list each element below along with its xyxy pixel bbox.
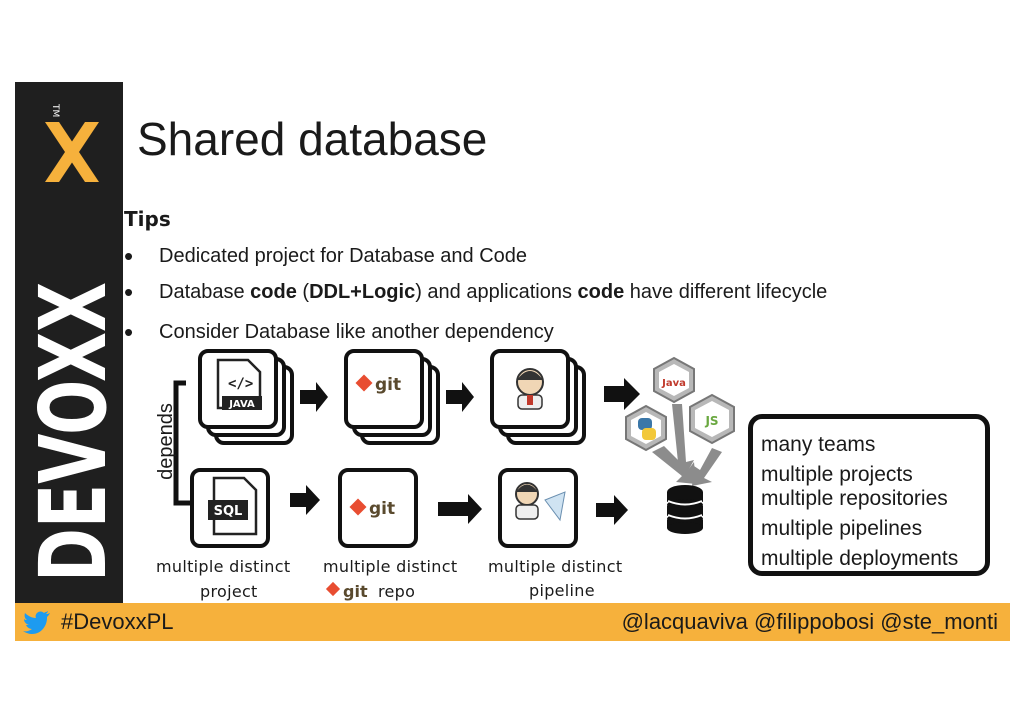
git-repo-card: git xyxy=(338,468,418,548)
arrow-down-icon xyxy=(670,404,694,478)
trademark-label: TM xyxy=(50,103,60,117)
arrow-right-icon xyxy=(290,485,320,515)
summary-box: many teams multiple projects multiple re… xyxy=(748,414,990,576)
summary-line: multiple pipelines xyxy=(761,517,923,540)
git-word: git xyxy=(375,375,401,395)
caption-repo-line2: repo xyxy=(378,582,416,601)
twitter-bird-icon xyxy=(23,611,50,634)
java-project-stack: </> JAVA xyxy=(198,349,294,445)
speaker-handles: @lacquaviva @filippobosi @ste_monti xyxy=(621,609,998,634)
jenkins-pipeline-stack xyxy=(490,349,586,445)
caption-project-line1: multiple distinct xyxy=(156,557,291,576)
arrow-down-icon xyxy=(692,448,722,486)
database-icon xyxy=(667,485,703,534)
tips-heading: Tips xyxy=(124,207,171,231)
hashtag-label: #DevoxxPL xyxy=(61,609,174,634)
svg-text:JS: JS xyxy=(704,414,718,428)
summary-line: multiple deployments xyxy=(761,547,959,570)
caption-repo-line1: multiple distinct xyxy=(323,557,458,576)
devoxx-sidebar: TM DEVOXX xyxy=(15,82,123,605)
bullet-text: Database code (DDL+Logic) and applicatio… xyxy=(159,281,828,303)
sql-project-card: SQL xyxy=(190,468,270,548)
summary-line: many teams xyxy=(761,433,876,456)
git-word: git xyxy=(369,499,395,519)
svg-text:git: git xyxy=(343,582,368,601)
git-logo-icon: git xyxy=(325,581,368,601)
svg-text:Java: Java xyxy=(661,378,686,389)
java-file-icon: </> JAVA xyxy=(216,358,262,410)
java-hex-icon: Java xyxy=(653,356,695,404)
slide-title: Shared database xyxy=(137,113,488,165)
git-logo-icon: git xyxy=(355,374,401,395)
sql-badge: SQL xyxy=(214,504,243,519)
caption-pipeline-line2: pipeline xyxy=(529,581,595,600)
footer-bar: #DevoxxPL @lacquaviva @filippobosi @ste_… xyxy=(15,603,1010,641)
depends-label: depends xyxy=(154,403,177,480)
caption-project-line2: project xyxy=(200,582,258,601)
arrow-right-icon xyxy=(604,378,640,410)
devoxx-logo-icon: TM DEVOXX xyxy=(20,103,123,582)
jenkins-icon xyxy=(516,368,544,410)
nodejs-hex-icon: JS xyxy=(689,393,735,445)
flyway-pipeline-card xyxy=(498,468,578,548)
bullet-text: Dedicated project for Database and Code xyxy=(159,245,528,267)
arrow-right-icon xyxy=(300,382,328,412)
arrow-right-icon xyxy=(438,494,482,524)
svg-text:</>: </> xyxy=(228,376,253,392)
caption-pipeline-line1: multiple distinct xyxy=(488,557,623,576)
java-badge: JAVA xyxy=(228,399,255,410)
devoxx-wordmark: DEVOXX xyxy=(20,282,123,582)
bullet-text: Consider Database like another dependenc… xyxy=(159,321,554,343)
git-repo-stack: git xyxy=(344,349,440,445)
arrow-right-icon xyxy=(596,495,628,525)
summary-line: multiple projects xyxy=(761,463,913,486)
arrow-right-icon xyxy=(446,382,474,412)
python-hex-icon xyxy=(625,404,667,452)
summary-line: multiple repositories xyxy=(761,487,948,510)
depends-bracket xyxy=(173,380,190,506)
